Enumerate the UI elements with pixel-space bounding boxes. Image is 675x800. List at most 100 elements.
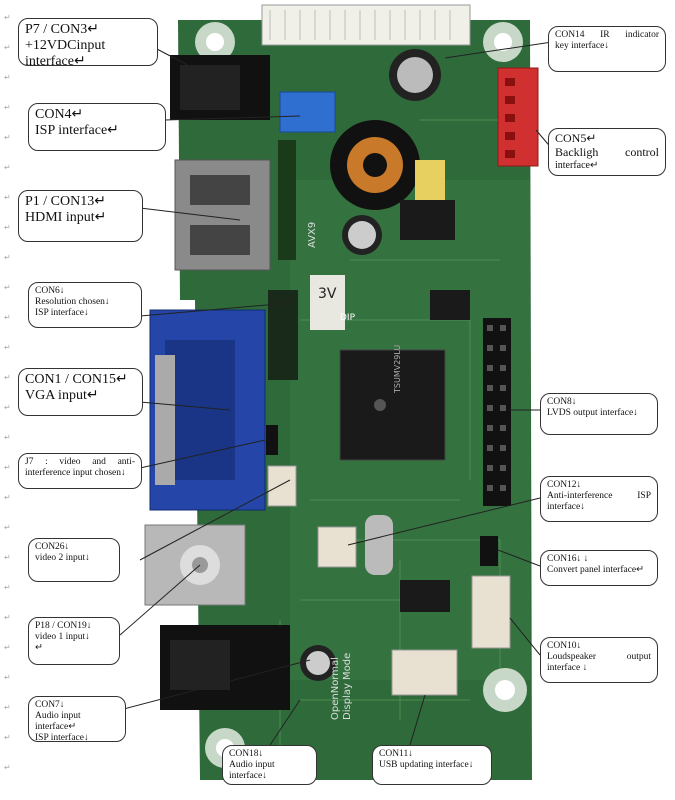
- svg-text:↵: ↵: [4, 463, 11, 472]
- callout-p18-mark: ↵: [35, 642, 43, 653]
- callout-con7-desc2: ISP interface↓: [35, 732, 89, 743]
- ic-small-2: [430, 290, 470, 320]
- callout-con18: CON18↓ Audio input interface↓: [222, 745, 317, 785]
- ic-small-1: [400, 580, 450, 612]
- svg-text:AVX9: AVX9: [307, 222, 318, 248]
- callout-con11-title: CON11↓: [379, 749, 413, 759]
- callout-con5-desc1: Backligh control: [555, 144, 659, 159]
- callout-con6-desc1: Resolution chosen↓: [35, 296, 110, 307]
- callout-con26: CON26↓ video 2 input↓: [28, 538, 120, 582]
- top-connector: [261, 4, 471, 46]
- callout-con18-desc: Audio input interface↓: [229, 759, 275, 781]
- callout-con26-title: CON26↓: [35, 542, 70, 552]
- callout-con7-title: CON7↓: [35, 700, 65, 710]
- svg-text:↵: ↵: [4, 403, 11, 412]
- svg-text:↵: ↵: [4, 373, 11, 382]
- svg-text:↵: ↵: [4, 253, 11, 262]
- svg-text:↵: ↵: [4, 193, 11, 202]
- callout-con26-desc: video 2 input↓: [35, 552, 90, 563]
- svg-text:↵: ↵: [4, 523, 11, 532]
- callout-p1: P1 / CON13↵ HDMI input↵: [18, 190, 143, 242]
- svg-text:↵: ↵: [4, 493, 11, 502]
- pin-header-resolution: [268, 290, 298, 380]
- crystal: [365, 515, 393, 575]
- svg-text:↵: ↵: [4, 553, 11, 562]
- callout-con12-title: CON12↓: [547, 480, 582, 490]
- callout-con4-title: CON4↵: [35, 107, 84, 122]
- loudspeaker-connector: [471, 575, 511, 649]
- callout-j7-line2: interference input chosen↓: [25, 467, 126, 478]
- callout-con8: CON8↓ LVDS output interface↓: [540, 393, 658, 435]
- callout-con6-desc2: ISP interface↓: [35, 307, 89, 318]
- callout-con1-desc: VGA input↵: [25, 388, 99, 404]
- usb-connector: [391, 649, 458, 696]
- callout-con11: CON11↓ USB updating interface↓: [372, 745, 492, 785]
- dip-label: [310, 275, 345, 330]
- svg-text:↵: ↵: [4, 733, 11, 742]
- callout-con16: CON16↓ ↓ Convert panel interface↵: [540, 550, 658, 586]
- leader-lines: [119, 41, 554, 746]
- svg-text:↵: ↵: [4, 433, 11, 442]
- svg-text:↵: ↵: [4, 613, 11, 622]
- svg-text:↵: ↵: [4, 703, 11, 712]
- svg-text:↵: ↵: [4, 283, 11, 292]
- callout-con12: CON12↓ Anti-interference ISP interface↓: [540, 476, 658, 522]
- isp-connector-blue: [279, 91, 336, 133]
- callout-con8-desc: LVDS output interface↓: [547, 407, 638, 418]
- svg-text:↵: ↵: [4, 313, 11, 322]
- convert-panel-jumper: [480, 536, 498, 566]
- svg-text:DIP: DIP: [340, 313, 356, 323]
- callout-con10-desc2: interface ↓: [547, 662, 588, 673]
- anti-interference-connector: [267, 465, 297, 507]
- svg-text:↵: ↵: [4, 223, 11, 232]
- callout-con6-title: CON6↓: [35, 286, 65, 296]
- svg-text:3V: 3V: [318, 286, 337, 302]
- callout-con12-desc1: Anti-interference ISP: [547, 490, 651, 501]
- callout-con5-desc2: interface↵: [555, 159, 599, 171]
- callout-con16-desc: Convert panel interface↵: [547, 564, 645, 575]
- svg-text:↵: ↵: [4, 43, 11, 52]
- svg-text:↵: ↵: [4, 763, 11, 772]
- svg-text:↵: ↵: [4, 13, 11, 22]
- svg-text:↵: ↵: [4, 163, 11, 172]
- callout-con10: CON10↓ Loudspeaker output interface ↓: [540, 637, 658, 683]
- callout-con10-title: CON10↓: [547, 641, 582, 651]
- callout-con11-desc: USB updating interface↓: [379, 759, 474, 770]
- callout-con7: CON7↓ Audio input interface↵ ISP interfa…: [28, 696, 126, 743]
- pin-header-left: [278, 140, 296, 260]
- svg-text:↵: ↵: [4, 583, 11, 592]
- callout-con4: CON4↵ ISP interface↵: [28, 103, 166, 151]
- callout-p18-title: P18 / CON19↓: [35, 621, 92, 631]
- callout-p1-desc: HDMI input↵: [25, 210, 107, 226]
- callout-con14-line1: CON14 IR indicator: [555, 30, 659, 40]
- svg-text:↵: ↵: [4, 133, 11, 142]
- callout-p7: P7 / CON3↵ +12VDCinput interface↵: [18, 18, 158, 69]
- callout-p1-title: P1 / CON13↵: [25, 194, 106, 209]
- callout-con18-title: CON18↓: [229, 749, 264, 759]
- callout-con4-desc: ISP interface↵: [35, 123, 119, 139]
- svg-text:↵: ↵: [4, 103, 11, 112]
- callout-con8-title: CON8↓: [547, 397, 577, 407]
- callout-con6: CON6↓ Resolution chosen↓ ISP interface↓: [28, 282, 142, 328]
- callout-j7-line1: J7 : video and anti-: [25, 457, 135, 467]
- callout-j7: J7 : video and anti- interference input …: [18, 453, 142, 489]
- ic-small-3: [400, 200, 455, 240]
- callout-con14: CON14 IR indicator key interface↓: [548, 26, 666, 72]
- svg-text:OpenNormal: OpenNormal: [330, 657, 341, 720]
- svg-text:↵: ↵: [4, 73, 11, 82]
- margin-marks: ↵↵↵↵ ↵↵↵↵ ↵↵↵↵ ↵↵↵↵ ↵↵↵↵ ↵↵↵↵ ↵↵: [4, 13, 11, 772]
- callout-p18-desc: video 1 input↓: [35, 631, 90, 642]
- callout-con5-title: CON5↵: [555, 131, 597, 145]
- mounting-holes: [195, 22, 527, 768]
- callout-con10-desc1: Loudspeaker output: [547, 651, 651, 662]
- svg-text:Display Mode: Display Mode: [342, 653, 353, 720]
- svg-text:↵: ↵: [4, 343, 11, 352]
- callout-con1: CON1 / CON15↵ VGA input↵: [18, 368, 143, 416]
- callout-con16-title: CON16↓ ↓: [547, 554, 589, 564]
- callout-con14-line2: key interface↓: [555, 40, 610, 51]
- callout-con5: CON5↵ Backligh control interface↵: [548, 128, 666, 176]
- svg-text:TSUMV29LU: TSUMV29LU: [393, 345, 402, 394]
- backlight-connector-red: [497, 67, 539, 167]
- callout-con12-desc2: interface↓: [547, 501, 585, 512]
- callout-p7-desc: +12VDCinput interface↵: [25, 38, 106, 70]
